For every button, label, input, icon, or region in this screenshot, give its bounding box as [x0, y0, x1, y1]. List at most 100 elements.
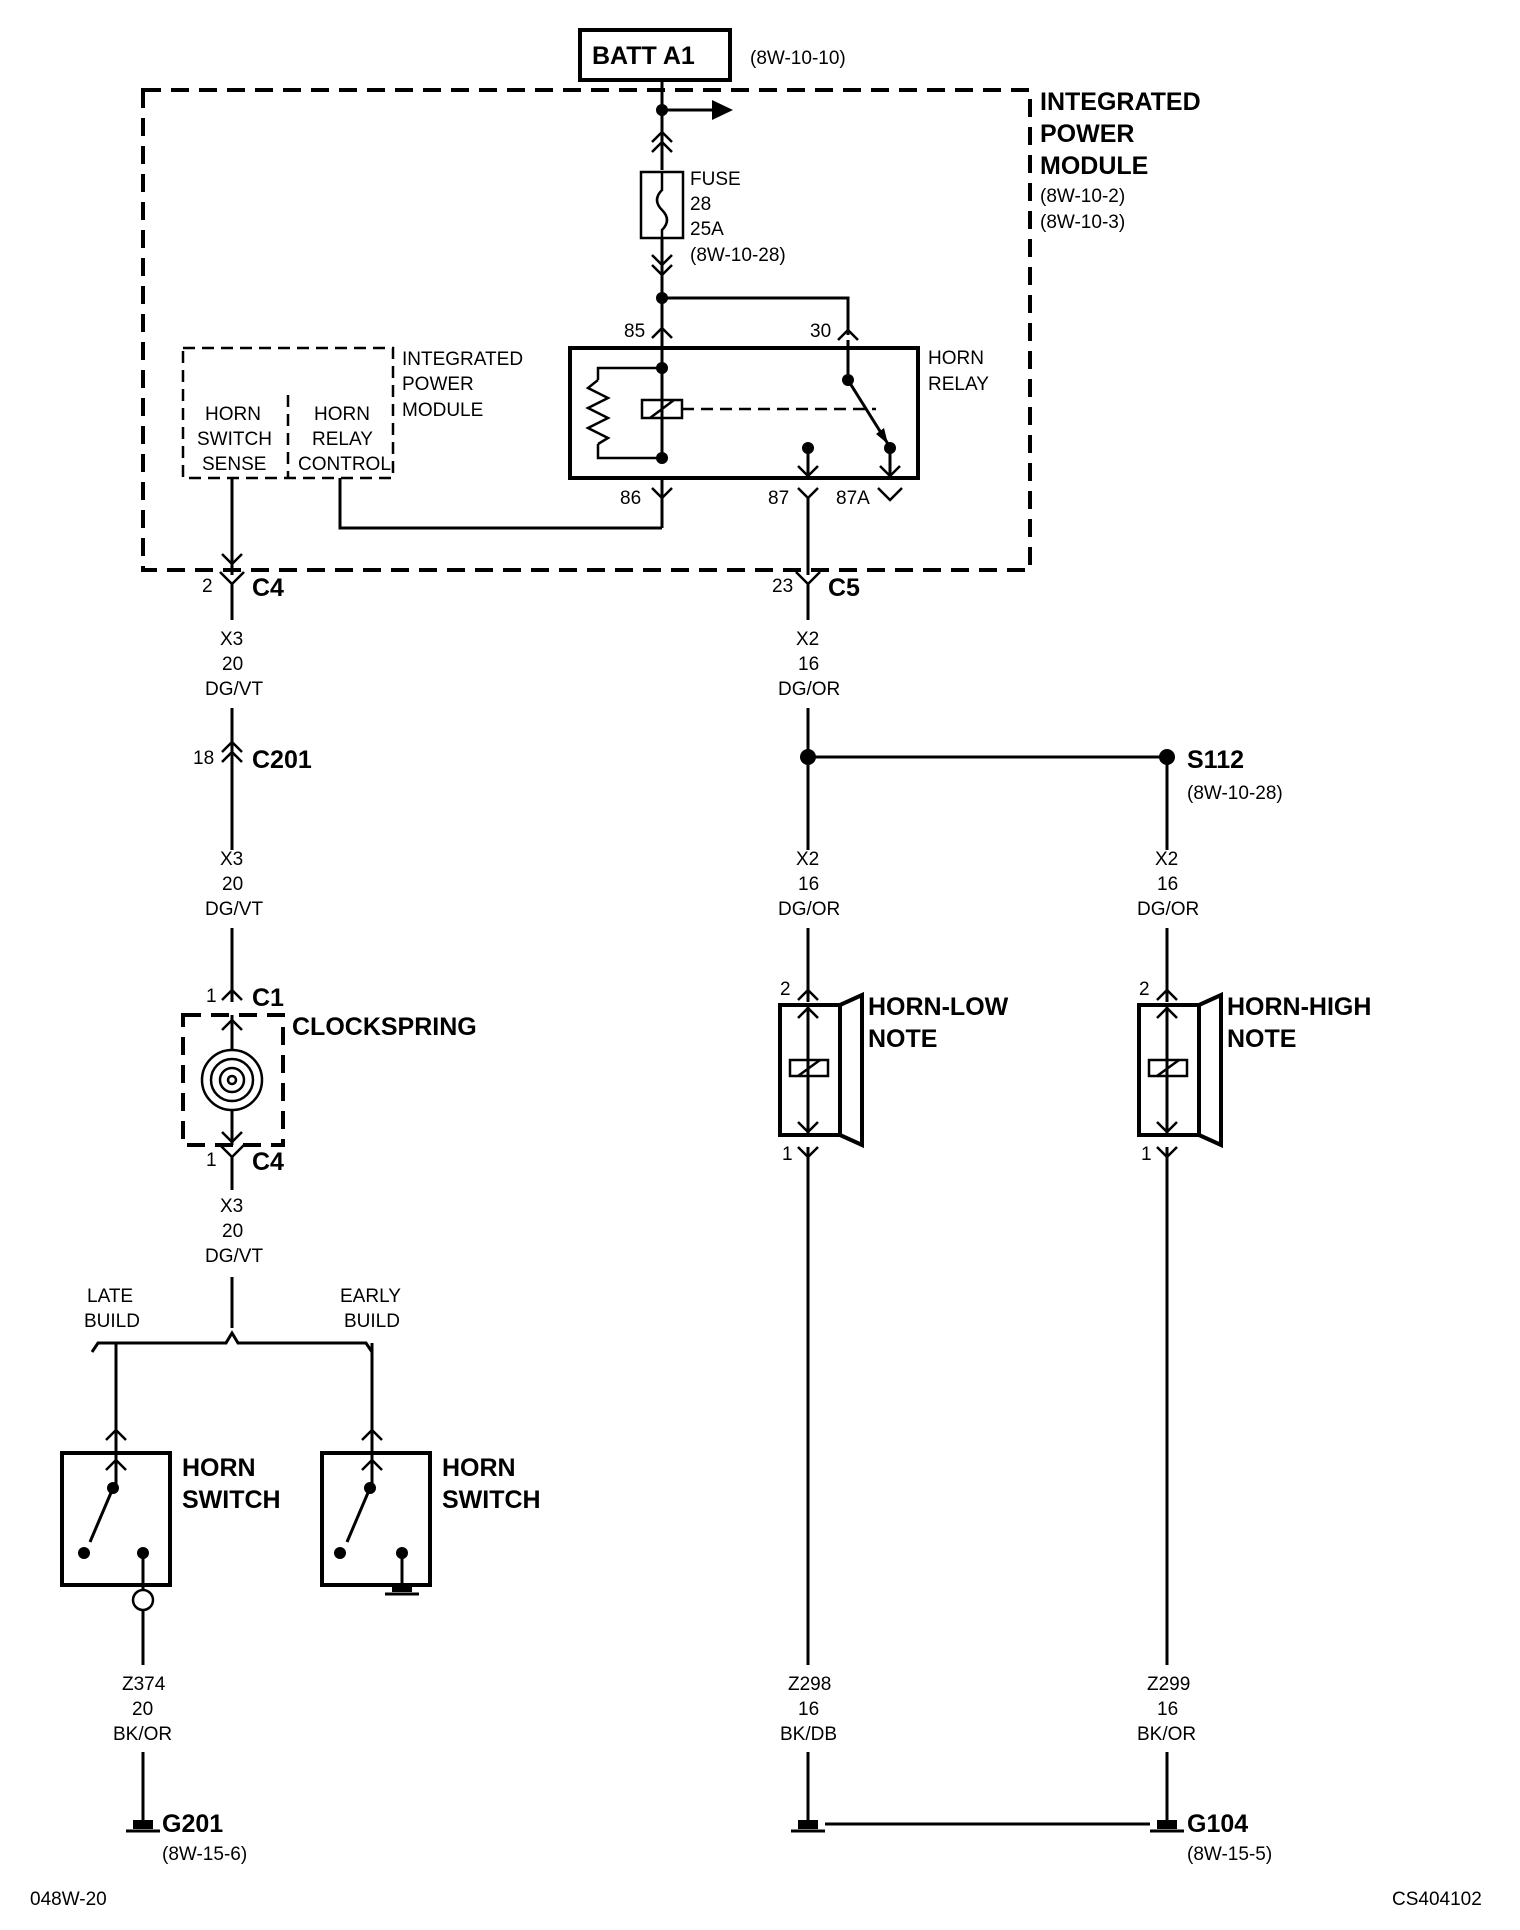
- early-build-label-1: EARLY: [340, 1286, 401, 1307]
- w7-id: Z374: [122, 1674, 166, 1695]
- w8-color: BK/DB: [780, 1724, 837, 1745]
- clockspring-label: CLOCKSPRING: [292, 1013, 477, 1041]
- horn-low-ground-symbol: [798, 1820, 818, 1829]
- c201-connector-symbol-2: [221, 750, 243, 763]
- ipm-inner-label-2: POWER: [402, 374, 474, 395]
- batt-a1-label: BATT A1: [592, 42, 695, 70]
- clockspring-inner-coil: [218, 1066, 246, 1094]
- control-label-1: HORN: [314, 404, 370, 425]
- relay-pin-87a: 87A: [836, 488, 870, 509]
- clockspring-top-arrow: [221, 1018, 243, 1031]
- relay-switch-tip: [876, 428, 888, 444]
- fuse-number: 28: [690, 194, 711, 215]
- horn-low-inner-bottom-arrow: [797, 1121, 819, 1134]
- sense-label-2: SWITCH: [197, 429, 272, 450]
- ipm-title-3: MODULE: [1040, 152, 1148, 180]
- late-horn-switch-label-1: HORN: [182, 1454, 256, 1482]
- w4-id: X2: [796, 629, 819, 650]
- w7-color: BK/OR: [113, 1724, 172, 1745]
- late-horn-switch-label-2: SWITCH: [182, 1486, 281, 1514]
- relay-85-connector: [651, 326, 673, 339]
- horn-low-pin-top: 2: [780, 979, 791, 1000]
- horn-relay-label-2: RELAY: [928, 374, 989, 395]
- c4-lower-pin: 1: [206, 1150, 217, 1171]
- relay-coil-slash: [649, 399, 675, 419]
- ipm-inner-label-1: INTEGRATED: [402, 349, 523, 370]
- ipm-title-1: INTEGRATED: [1040, 88, 1201, 116]
- horn-high-pin-bottom: 1: [1141, 1144, 1152, 1165]
- relay-pin-87: 87: [768, 488, 789, 509]
- w6-id: X2: [1155, 849, 1178, 870]
- early-switch-ground-symbol: [392, 1583, 412, 1592]
- horn-low-body: [778, 1003, 842, 1137]
- relay-pin-85: 85: [624, 321, 645, 342]
- c4-lower-label: C4: [252, 1148, 284, 1176]
- late-build-label-1: LATE: [87, 1286, 133, 1307]
- g104-ground-symbol: [1157, 1820, 1177, 1829]
- clockspring-bottom-arrow: [221, 1131, 243, 1144]
- footer-left-code: 048W-20: [30, 1889, 107, 1910]
- relay-control-wire: [338, 478, 662, 530]
- horn-relay-box: [568, 346, 920, 480]
- ipm-ref-2: (8W-10-3): [1040, 212, 1125, 233]
- clockspring-core-coil: [226, 1074, 238, 1086]
- horn-high-coil-slash: [1156, 1058, 1180, 1078]
- build-split-bracket: [90, 1330, 374, 1353]
- c5-label: C5: [828, 574, 860, 602]
- relay-30-connector: [837, 328, 859, 341]
- w9-gauge: 16: [1157, 1699, 1178, 1720]
- w2-color: DG/VT: [205, 899, 263, 920]
- batt-arrow-head: [712, 100, 733, 120]
- horn-high-top-connector: [1156, 988, 1178, 1001]
- horn-high-coil: [1147, 1058, 1189, 1078]
- w4-gauge: 16: [798, 654, 819, 675]
- fuse-lower-connector: [651, 254, 673, 267]
- late-switch-terminal: [131, 1588, 155, 1612]
- horn-low-coil: [788, 1058, 830, 1078]
- horn-low-coil-slash: [797, 1058, 821, 1078]
- late-switch-contact-1: [78, 1547, 90, 1559]
- w7-gauge: 20: [132, 1699, 153, 1720]
- w3-color: DG/VT: [205, 1246, 263, 1267]
- w3-gauge: 20: [222, 1221, 243, 1242]
- ipm-inner-label-3: MODULE: [402, 400, 483, 421]
- c4-label: C4: [252, 574, 284, 602]
- w6-color: DG/OR: [1137, 899, 1199, 920]
- w3-id: X3: [220, 1196, 243, 1217]
- relay-pin-30: 30: [810, 321, 831, 342]
- w1-color: DG/VT: [205, 679, 263, 700]
- w8-gauge: 16: [798, 1699, 819, 1720]
- horn-low-pin-bottom: 1: [782, 1144, 793, 1165]
- w2-id: X3: [220, 849, 243, 870]
- c201-connector-symbol: [221, 740, 243, 753]
- c1-connector-symbol: [221, 988, 243, 1001]
- w9-id: Z299: [1147, 1674, 1190, 1695]
- control-label-3: CONTROL: [298, 454, 391, 475]
- late-build-label-2: BUILD: [84, 1311, 140, 1332]
- s112-label: S112: [1187, 746, 1244, 774]
- relay-pin-86: 86: [620, 488, 641, 509]
- early-horn-switch-box: [320, 1451, 432, 1587]
- horn-high-bell: [1198, 991, 1223, 1149]
- g201-label: G201: [162, 1810, 223, 1838]
- fuse-label: FUSE: [690, 169, 741, 190]
- early-build-label-2: BUILD: [344, 1311, 400, 1332]
- c5-pin: 23: [772, 576, 793, 597]
- sense-label-3: SENSE: [202, 454, 266, 475]
- w4-color: DG/OR: [778, 679, 840, 700]
- ipm-title-2: POWER: [1040, 120, 1134, 148]
- c201-label: C201: [252, 746, 312, 774]
- w1-gauge: 20: [222, 654, 243, 675]
- fuse-28-element: [655, 172, 669, 238]
- early-switch-inner-arrow: [361, 1458, 383, 1471]
- horn-low-label-1: HORN-LOW: [868, 993, 1009, 1021]
- fuse-rating: 25A: [690, 219, 724, 240]
- late-switch-connector: [105, 1428, 127, 1441]
- s112-ref: (8W-10-28): [1187, 783, 1283, 804]
- w5-id: X2: [796, 849, 819, 870]
- g104-ref: (8W-15-5): [1187, 1844, 1272, 1865]
- g201-ref: (8W-15-6): [162, 1844, 247, 1865]
- horn-low-top-connector: [797, 988, 819, 1001]
- relay-30-feed-wire: [662, 296, 850, 335]
